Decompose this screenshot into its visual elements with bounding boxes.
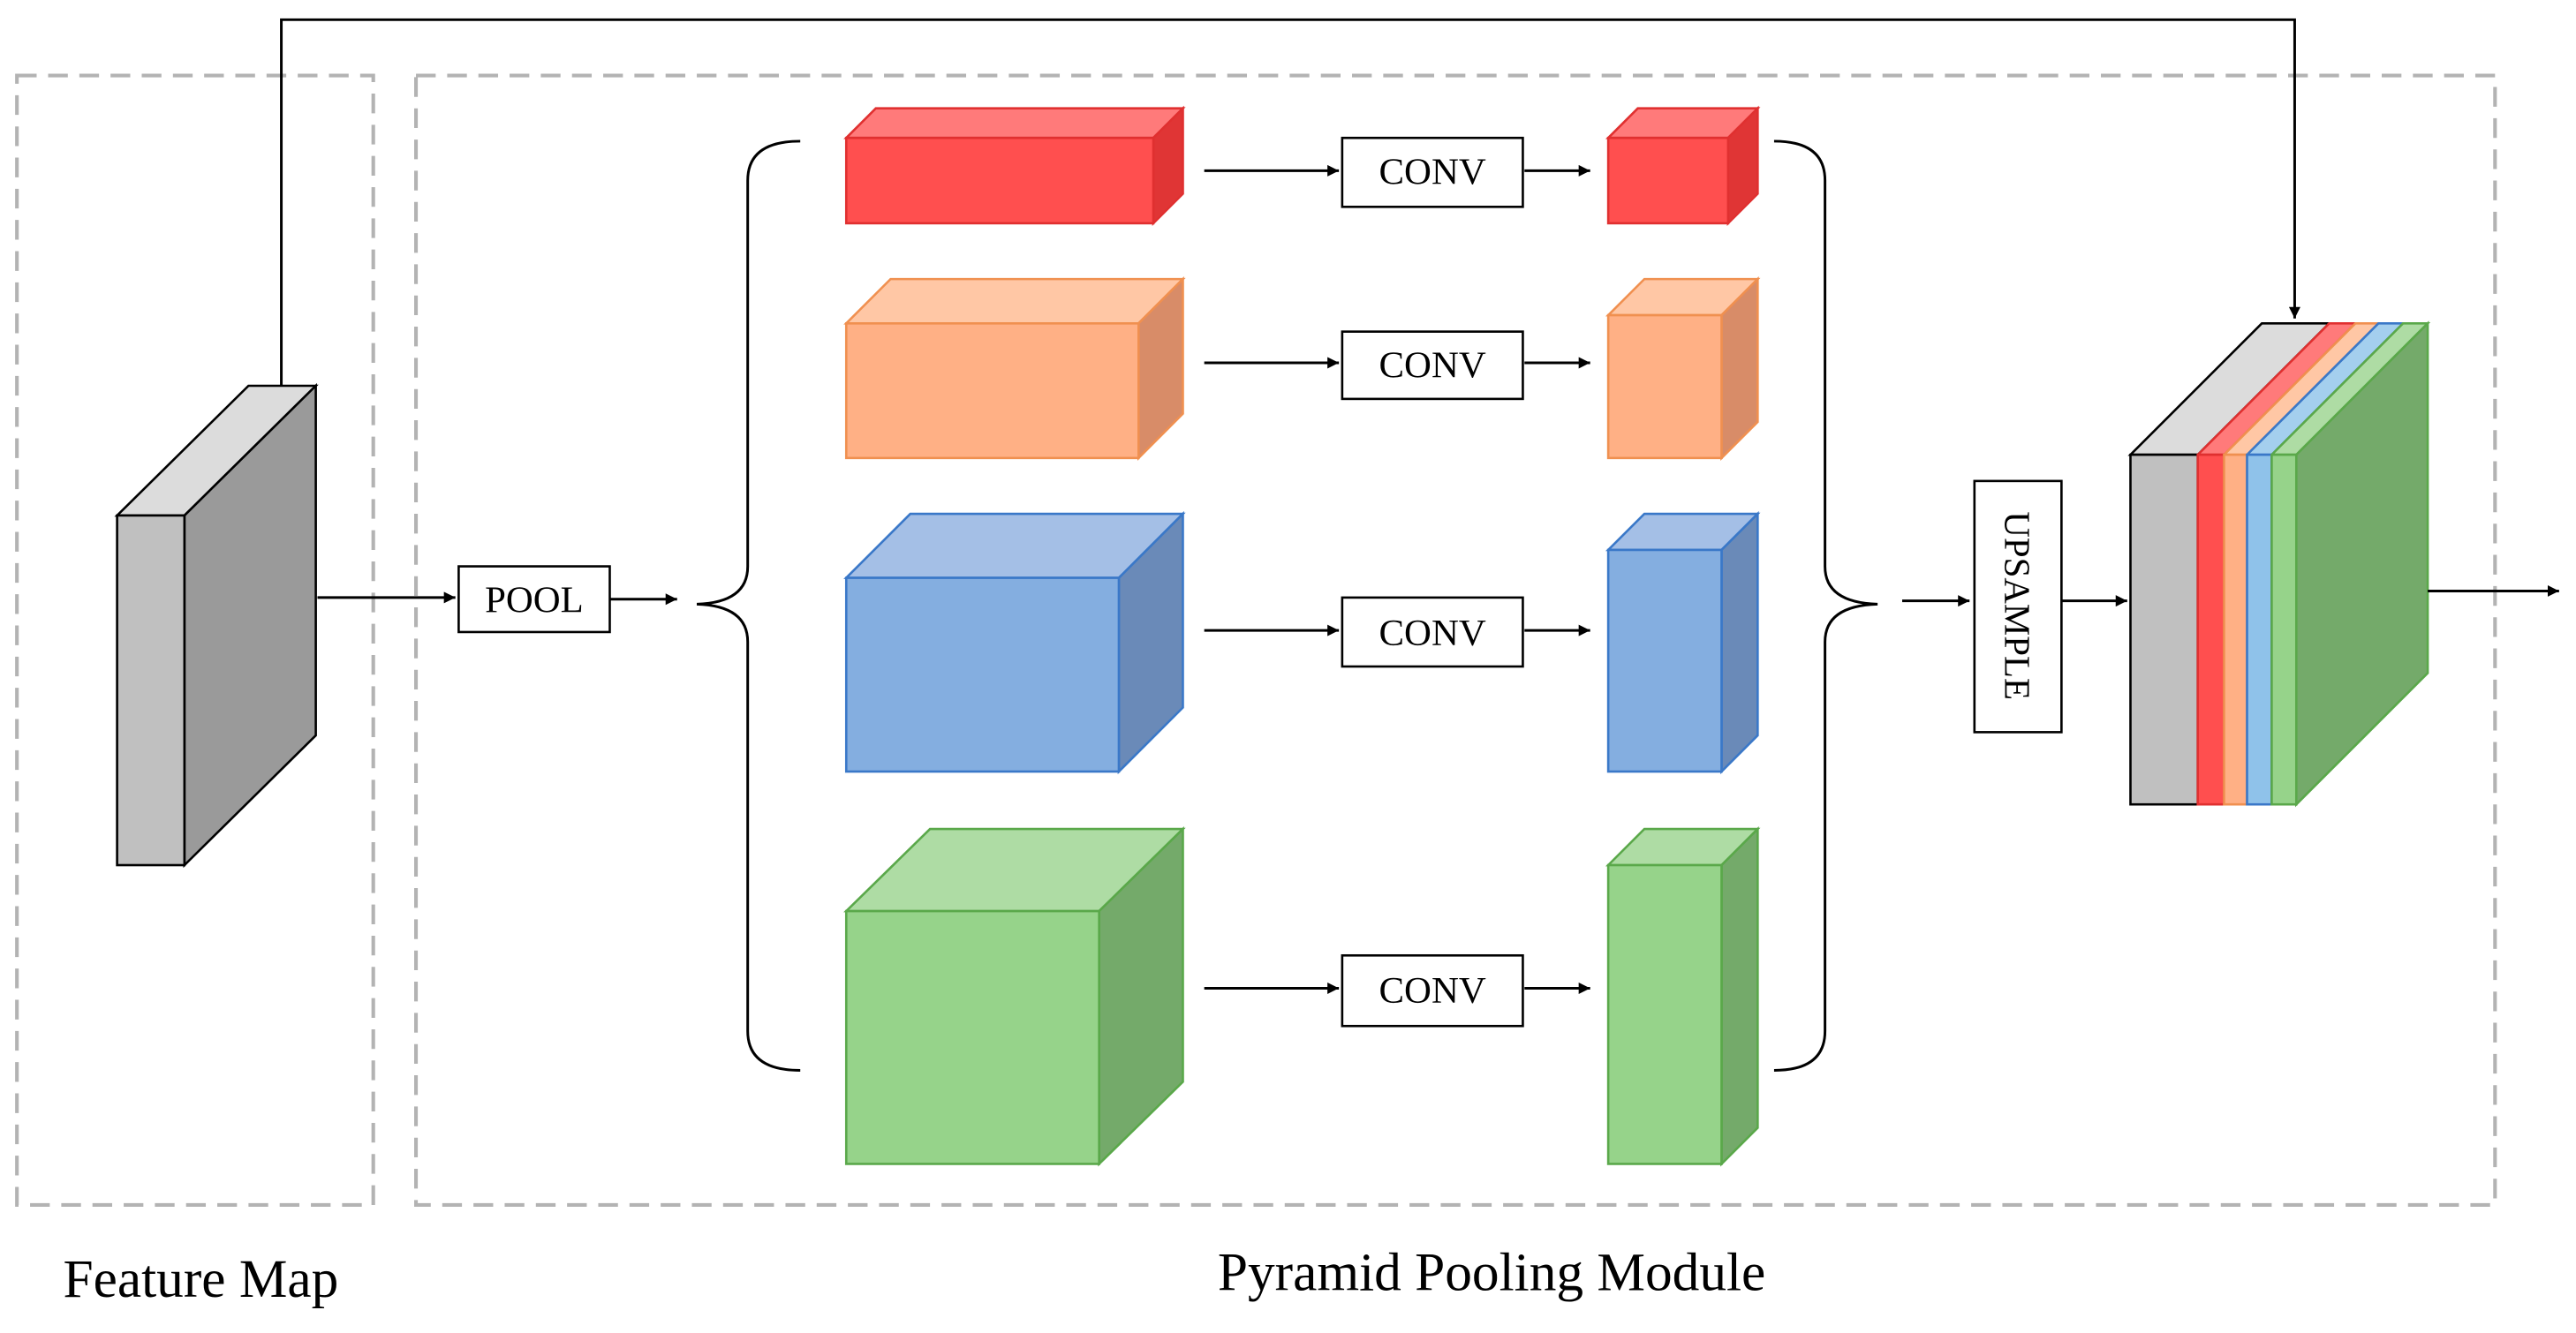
green-pooled-block [843, 826, 1186, 1167]
blue-pooled-block [843, 510, 1186, 775]
blue-conv-output-block [1605, 510, 1761, 775]
orange-pooled-block [843, 275, 1186, 461]
pyramid-pooling-module-caption: Pyramid Pooling Module [1218, 1243, 1765, 1303]
skip-connection-arrow [280, 18, 2300, 387]
left-brace [696, 139, 801, 1072]
right-brace [1773, 139, 1878, 1072]
conv-label-green: CONV [1379, 970, 1486, 1012]
conv-box-blue [1341, 596, 1524, 668]
conv-box-orange [1341, 330, 1524, 401]
conv-label-blue: CONV [1379, 613, 1486, 654]
green-conv-output-block [1605, 825, 1761, 1167]
red-conv-output-block [1605, 105, 1761, 227]
red-pooled-block [843, 105, 1186, 227]
feature-map-caption: Feature Map [64, 1249, 339, 1309]
upsample-label: UPSAMPLE [1998, 511, 2037, 700]
conv-label-orange: CONV [1379, 345, 1486, 387]
conv-label-red: CONV [1379, 151, 1486, 192]
pool-label: POOL [485, 580, 584, 621]
pool-box [457, 565, 611, 634]
orange-conv-output-block [1605, 275, 1761, 461]
pyramid-pooling-region [414, 73, 2497, 1207]
concatenated-feature-stack [2127, 320, 2431, 808]
upsample-box [1973, 479, 2063, 734]
input-feature-map-block [114, 382, 319, 869]
conv-box-red [1341, 136, 1524, 208]
feature-map-region [15, 73, 375, 1207]
conv-box-green [1341, 953, 1524, 1028]
